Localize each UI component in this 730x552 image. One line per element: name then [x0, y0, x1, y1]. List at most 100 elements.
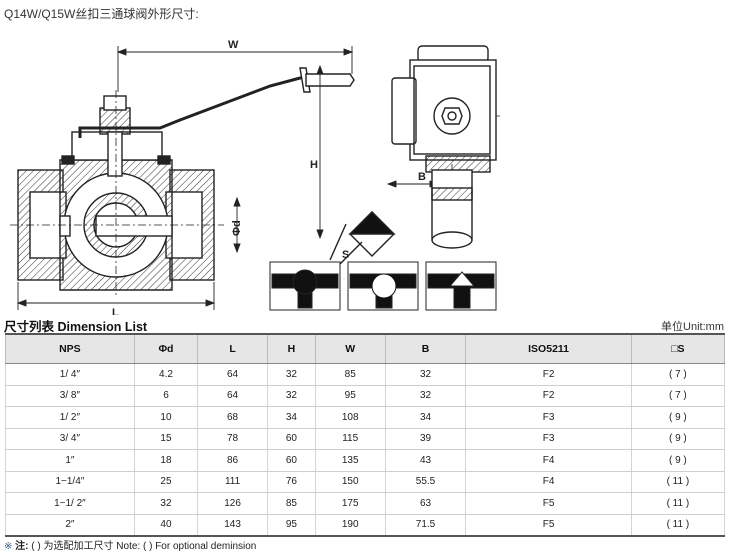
table-row: 1−1/ 2″ 32 126 85 175 63 F5 ( 11 ): [5, 492, 726, 515]
cell: 95: [266, 514, 316, 537]
valve-side-section: [17, 67, 355, 291]
cell: ( 7 ): [630, 385, 726, 407]
cell: 60: [266, 428, 316, 450]
cell: 108: [314, 406, 386, 429]
cell: ( 11 ): [630, 471, 726, 493]
cell: F5: [465, 492, 632, 515]
footnote: ※ 注: ( ) 为选配加工尺寸 Note: ( ) For optional …: [4, 537, 256, 552]
cell: 175: [314, 492, 386, 515]
dim-label-s: S: [342, 249, 349, 261]
cell: 64: [197, 385, 268, 407]
dim-label-b: B: [418, 171, 426, 183]
note-mark: ※: [4, 541, 13, 552]
note-prefix: 注:: [15, 541, 29, 552]
cell: 63: [384, 492, 467, 515]
cell: F4: [465, 449, 632, 472]
valve-end-view: [391, 45, 497, 249]
cell: F5: [465, 514, 632, 537]
cell: ( 11 ): [630, 514, 726, 537]
dim-label-l: L: [112, 307, 119, 315]
cell: 2″: [5, 514, 135, 537]
flow-port-diagrams: [269, 261, 497, 311]
cell: 3/ 8″: [5, 385, 135, 407]
cell: 135: [314, 449, 386, 472]
header-h: H: [266, 333, 316, 364]
cell: 95: [314, 385, 386, 407]
cell: 1−1/4″: [5, 471, 135, 493]
table-row: 3/ 4″ 15 78 60 115 39 F3 ( 9 ): [5, 428, 726, 450]
cell: 34: [266, 406, 316, 429]
cell: 60: [266, 449, 316, 472]
header-l: L: [197, 333, 268, 364]
cell: 1″: [5, 449, 135, 472]
cell: 1/ 2″: [5, 406, 135, 429]
cell: 32: [266, 363, 316, 386]
cell: 43: [384, 449, 467, 472]
cell: 1−1/ 2″: [5, 492, 135, 515]
cell: 85: [314, 363, 386, 386]
cell: 32: [266, 385, 316, 407]
dim-label-d: Φd: [231, 220, 243, 236]
cell: 32: [133, 492, 199, 515]
cell: 32: [384, 385, 467, 407]
dimension-table: NPS Φd L H W B ISO5211 □S 1/ 4″ 4.2 64 3…: [5, 333, 726, 537]
cell: 111: [197, 471, 268, 493]
header-b: B: [384, 333, 467, 364]
cell: 32: [384, 363, 467, 386]
header-d: Φd: [133, 333, 199, 364]
cell: 64: [197, 363, 268, 386]
page-title: Q14W/Q15W丝扣三通球阀外形尺寸:: [4, 7, 199, 21]
cell: 143: [197, 514, 268, 537]
cell: 15: [133, 428, 199, 450]
valve-dimension-drawing: W H L Φd B S: [10, 39, 500, 315]
cell: 1/ 4″: [5, 363, 135, 386]
header-w: W: [314, 333, 386, 364]
table-row: 1/ 2″ 10 68 34 108 34 F3 ( 9 ): [5, 406, 726, 429]
table-header-row: NPS Φd L H W B ISO5211 □S: [5, 333, 726, 364]
cell: 78: [197, 428, 268, 450]
cell: 6: [133, 385, 199, 407]
table-row: 1/ 4″ 4.2 64 32 85 32 F2 ( 7 ): [5, 363, 726, 386]
dim-label-w: W: [228, 39, 239, 51]
stem-square-detail: [329, 211, 396, 265]
cell: 86: [197, 449, 268, 472]
cell: 190: [314, 514, 386, 537]
cell: 126: [197, 492, 268, 515]
cell: ( 9 ): [630, 449, 726, 472]
cell: 85: [266, 492, 316, 515]
table-row: 2″ 40 143 95 190 71.5 F5 ( 11 ): [5, 514, 726, 537]
cell: 4.2: [133, 363, 199, 386]
cell: 25: [133, 471, 199, 493]
cell: 10: [133, 406, 199, 429]
note-text: ( ) 为选配加工尺寸 Note: ( ) For optional demin…: [31, 541, 257, 552]
header-iso5211: ISO5211: [465, 333, 632, 364]
cell: F4: [465, 471, 632, 493]
cell: 76: [266, 471, 316, 493]
table-row: 1−1/4″ 25 111 76 150 55.5 F4 ( 11 ): [5, 471, 726, 493]
cell: 115: [314, 428, 386, 450]
cell: 71.5: [384, 514, 467, 537]
cell: 150: [314, 471, 386, 493]
table-row: 3/ 8″ 6 64 32 95 32 F2 ( 7 ): [5, 385, 726, 407]
dimension-list-title: 尺寸列表 Dimension List: [4, 320, 148, 334]
cell: F2: [465, 363, 632, 386]
cell: 18: [133, 449, 199, 472]
cell: F3: [465, 406, 632, 429]
cell: 3/ 4″: [5, 428, 135, 450]
cell: 40: [133, 514, 199, 537]
cell: 55.5: [384, 471, 467, 493]
unit-label: 单位Unit:mm: [661, 321, 724, 333]
cell: 39: [384, 428, 467, 450]
cell: 68: [197, 406, 268, 429]
cell: F3: [465, 428, 632, 450]
table-row: 1″ 18 86 60 135 43 F4 ( 9 ): [5, 449, 726, 472]
cell: ( 9 ): [630, 428, 726, 450]
cell: F2: [465, 385, 632, 407]
header-nps: NPS: [5, 333, 135, 364]
dim-label-h: H: [310, 159, 318, 171]
cell: ( 9 ): [630, 406, 726, 429]
cell: ( 7 ): [630, 363, 726, 386]
header-s: □S: [630, 333, 726, 364]
cell: 34: [384, 406, 467, 429]
cell: ( 11 ): [630, 492, 726, 515]
